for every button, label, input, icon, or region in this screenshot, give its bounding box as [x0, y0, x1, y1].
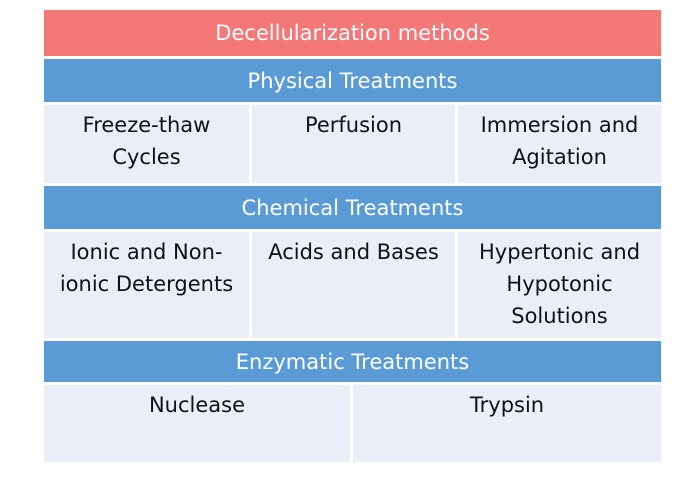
cell-acids-bases: Acids and Bases	[249, 232, 455, 338]
row-physical: Freeze-thaw Cycles Perfusion Immersion a…	[44, 102, 661, 183]
cell-perfusion: Perfusion	[249, 105, 455, 183]
table-title: Decellularization methods	[44, 10, 661, 56]
row-enzymatic: Nuclease Trypsin	[44, 382, 661, 462]
cell-trypsin: Trypsin	[350, 385, 661, 462]
cell-immersion: Immersion and Agitation	[455, 105, 661, 183]
section-header-enzymatic: Enzymatic Treatments	[44, 338, 661, 382]
decellularization-table: Decellularization methods Physical Treat…	[44, 10, 661, 462]
cell-detergents: Ionic and Non- ionic Detergents	[44, 232, 249, 338]
cell-tonic-solutions: Hypertonic and Hypotonic Solutions	[455, 232, 661, 338]
cell-freeze-thaw: Freeze-thaw Cycles	[44, 105, 249, 183]
section-header-chemical: Chemical Treatments	[44, 183, 661, 229]
row-chemical: Ionic and Non- ionic Detergents Acids an…	[44, 229, 661, 338]
section-header-physical: Physical Treatments	[44, 56, 661, 102]
cell-nuclease: Nuclease	[44, 385, 350, 462]
